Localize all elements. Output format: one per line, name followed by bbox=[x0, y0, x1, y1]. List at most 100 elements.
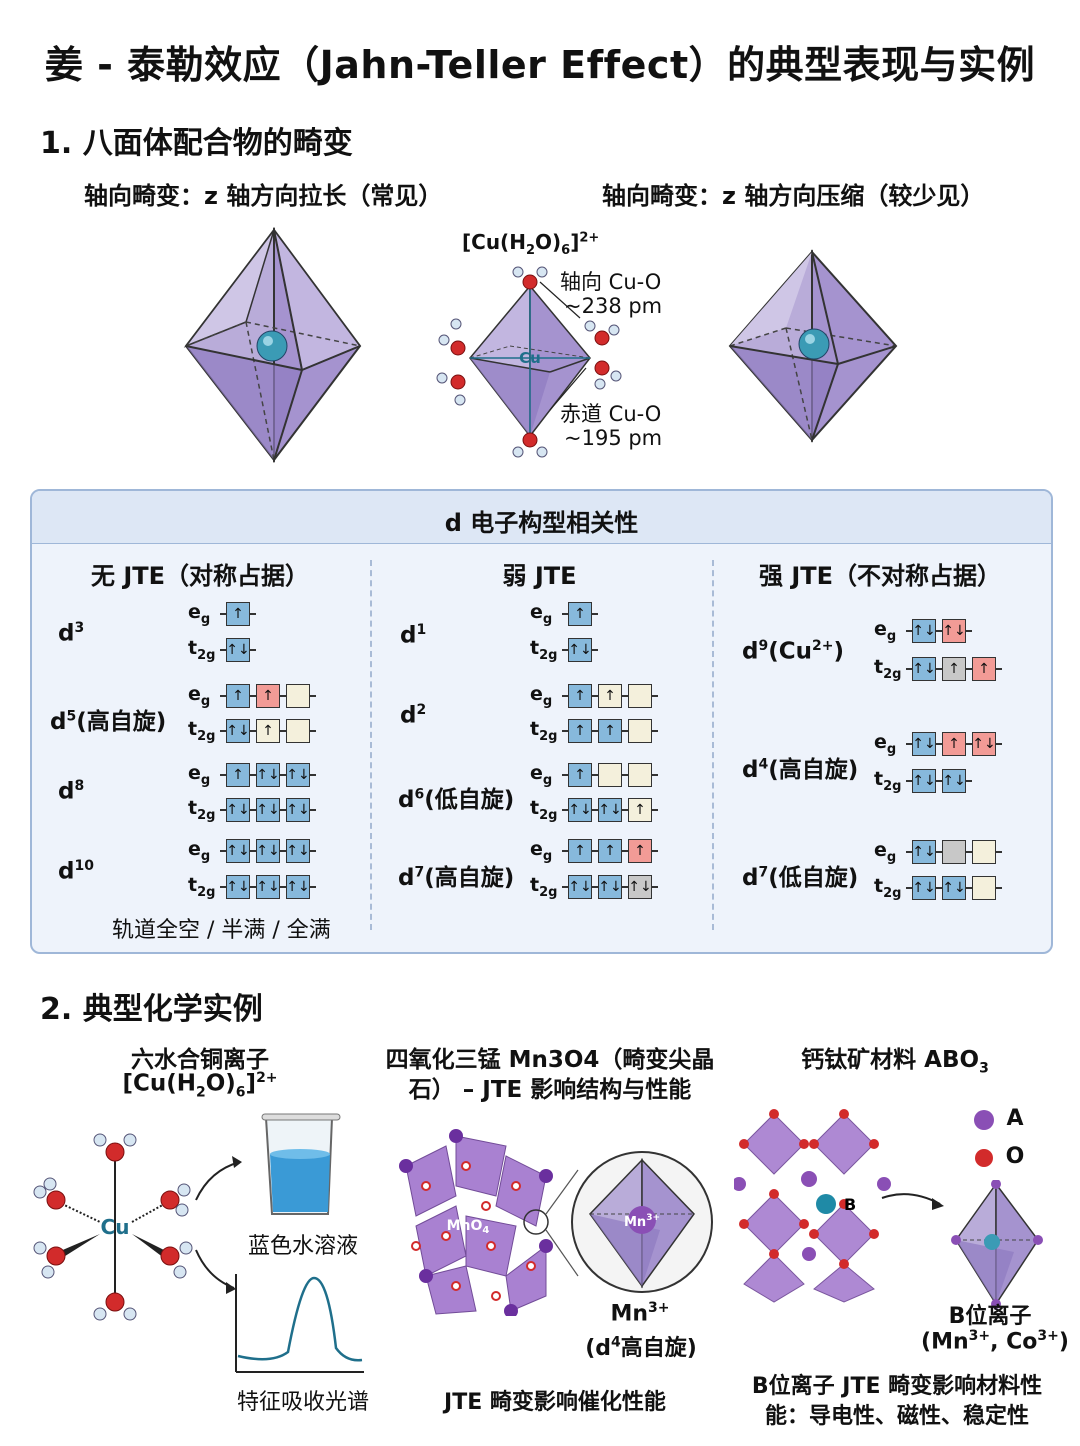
ex1-cu-complex: Cu bbox=[33, 1133, 193, 1321]
ex3-title: 钙钛矿材料 ABO3 bbox=[801, 1047, 989, 1077]
orbital-line bbox=[562, 695, 568, 697]
orbital-box: ↑↓ bbox=[598, 798, 622, 822]
ex2-title-line2: 石） – JTE 影响结构与性能 bbox=[408, 1077, 692, 1103]
orbital-line bbox=[622, 886, 628, 888]
orbital-box: ↑↓ bbox=[286, 875, 310, 899]
ex2-title-line1: 四氧化三锰 Mn3O4（畸变尖晶 bbox=[385, 1047, 715, 1073]
axial-bond-length: ~238 pm bbox=[564, 294, 663, 318]
orbital-line bbox=[280, 774, 286, 776]
orbital-line bbox=[592, 850, 598, 852]
eg-orbital-row: eg ↑↓ bbox=[874, 839, 1002, 865]
eg-label: eg bbox=[188, 762, 211, 788]
orbital-line bbox=[906, 630, 912, 632]
t2g-label: t2g bbox=[530, 718, 558, 744]
orbital-line bbox=[996, 887, 1002, 889]
t2g-label: t2g bbox=[874, 768, 902, 794]
orbital-box: ↑ bbox=[972, 657, 996, 681]
orbital-line bbox=[310, 695, 316, 697]
config-d5-hs: d5(高自旋) bbox=[50, 708, 167, 735]
orbital-box bbox=[286, 719, 310, 743]
orbital-box: ↑ bbox=[598, 684, 622, 708]
orbital-line bbox=[936, 743, 942, 745]
orbital-box bbox=[942, 840, 966, 864]
eg-orbital-row: eg↑↓↑↓ bbox=[874, 618, 972, 644]
orbital-line bbox=[562, 886, 568, 888]
orbital-box: ↑ bbox=[256, 719, 280, 743]
perovskite-lattice: B bbox=[734, 1109, 891, 1303]
orbital-line bbox=[996, 851, 1002, 853]
ex1-formula: [Cu(H2O)6]2+ bbox=[122, 1070, 278, 1101]
orbital-line bbox=[280, 850, 286, 852]
orbital-box: ↑ bbox=[942, 657, 966, 681]
orbital-line bbox=[622, 850, 628, 852]
eg-label: eg bbox=[874, 839, 897, 865]
orbital-line bbox=[652, 886, 658, 888]
ex3-legend bbox=[974, 1110, 994, 1167]
mn3o4-lattice: MnO4 bbox=[399, 1129, 553, 1316]
complex-formula: [Cu(H2O)6]2+ bbox=[462, 230, 600, 258]
config-d10: d10 bbox=[58, 858, 94, 885]
orbital-line bbox=[280, 695, 286, 697]
orbital-line bbox=[220, 613, 226, 615]
orbital-line bbox=[250, 730, 256, 732]
orbital-box: ↑ bbox=[568, 684, 592, 708]
eg-label: eg bbox=[188, 601, 211, 627]
t2g-label: t2g bbox=[530, 637, 558, 663]
b-site-marker: B bbox=[844, 1195, 856, 1214]
orbital-box: ↑↓ bbox=[912, 657, 936, 681]
orbital-line bbox=[906, 743, 912, 745]
eg-label: eg bbox=[188, 683, 211, 709]
orbital-line bbox=[250, 613, 256, 615]
ex3-caption-line2: 能：导电性、磁性、稳定性 bbox=[764, 1404, 1029, 1429]
orbital-line bbox=[220, 809, 226, 811]
d-config-title: d 电子构型相关性 bbox=[444, 509, 639, 537]
orbital-box: ↑↓ bbox=[942, 619, 966, 643]
t2g-orbital-row: t2g↑↓↑↓↑↓ bbox=[188, 797, 316, 823]
orbital-box: ↑↓ bbox=[226, 875, 250, 899]
orbital-box: ↑ bbox=[598, 719, 622, 743]
orbital-box: ↑ bbox=[226, 684, 250, 708]
equatorial-bond-length: ~195 pm bbox=[564, 426, 663, 450]
orbital-line bbox=[622, 730, 628, 732]
config-d2: d2 bbox=[400, 702, 427, 729]
orbital-box: ↑↓ bbox=[568, 798, 592, 822]
orbital-box: ↑ bbox=[628, 839, 652, 863]
t2g-orbital-row: t2g↑↓↑↓↑↓ bbox=[530, 874, 658, 900]
orbital-line bbox=[250, 774, 256, 776]
beaker-icon bbox=[261, 1113, 341, 1215]
config-d4-hs: d4(高自旋) bbox=[742, 756, 859, 783]
t2g-orbital-row: t2g↑↓↑↓ bbox=[874, 768, 972, 794]
orbital-line bbox=[652, 730, 658, 732]
config-d7-hs: d7(高自旋) bbox=[398, 864, 515, 891]
t2g-orbital-row: t2g↑↓ bbox=[188, 637, 256, 663]
t2g-orbital-row: t2g↑↓↑↓↑↓ bbox=[188, 874, 316, 900]
ex2-caption: JTE 畸变影响催化性能 bbox=[444, 1390, 666, 1415]
orbital-line bbox=[966, 743, 972, 745]
eg-label: eg bbox=[530, 838, 553, 864]
orbital-line bbox=[996, 743, 1002, 745]
orbital-line bbox=[250, 850, 256, 852]
t2g-label: t2g bbox=[530, 797, 558, 823]
orbital-box bbox=[628, 684, 652, 708]
config-d6-ls: d6(低自旋) bbox=[398, 786, 515, 813]
t2g-orbital-row: t2g↑↓↑↓ bbox=[874, 875, 1002, 901]
orbital-line bbox=[966, 887, 972, 889]
eg-label: eg bbox=[874, 731, 897, 757]
orbital-box: ↑ bbox=[628, 798, 652, 822]
d-config-panel bbox=[30, 489, 1053, 954]
orbital-line bbox=[220, 850, 226, 852]
orbital-box: ↑↓ bbox=[598, 875, 622, 899]
orbital-box: ↑↓ bbox=[286, 839, 310, 863]
orbital-line bbox=[250, 695, 256, 697]
orbital-line bbox=[592, 695, 598, 697]
orbital-line bbox=[310, 774, 316, 776]
orbital-box: ↑↓ bbox=[912, 840, 936, 864]
column-divider bbox=[370, 560, 372, 930]
ex1-spectrum-label: 特征吸收光谱 bbox=[236, 1390, 369, 1415]
elongated-octahedron bbox=[183, 226, 362, 463]
cu-center-label: Cu bbox=[519, 349, 541, 367]
config-d7-ls: d7(低自旋) bbox=[742, 864, 859, 891]
eg-orbital-row: eg↑ bbox=[530, 762, 658, 788]
config-d3: d3 bbox=[58, 620, 85, 647]
d-config-header bbox=[32, 491, 1051, 544]
